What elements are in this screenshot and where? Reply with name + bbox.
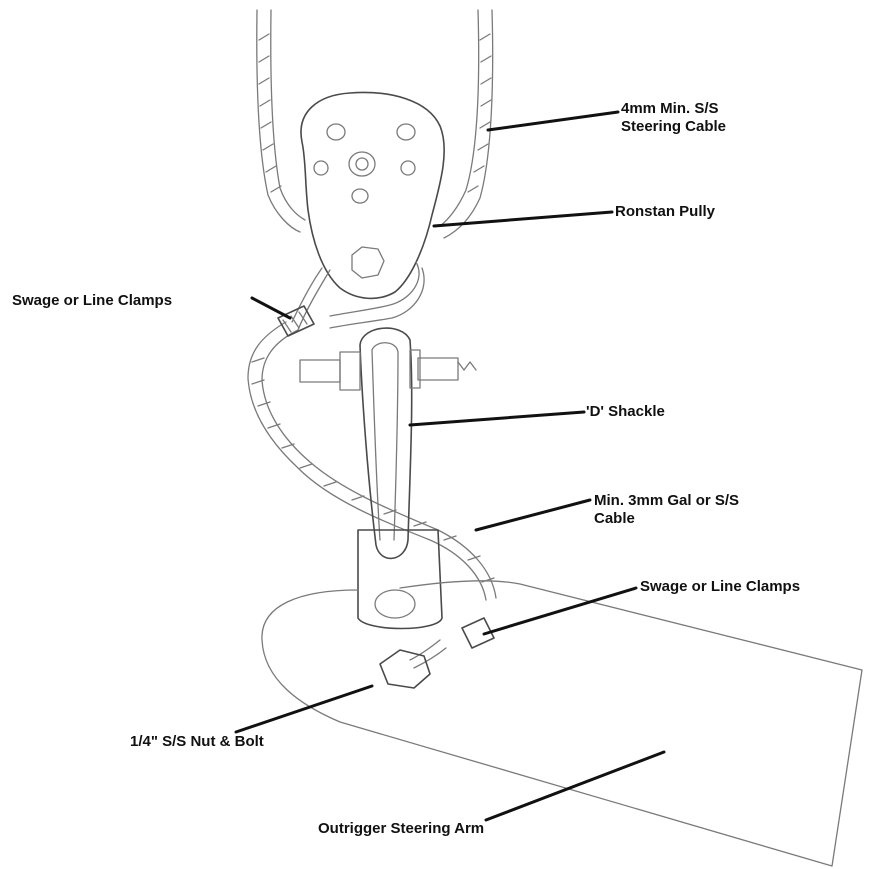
label-steering-cable-line1: 4mm Min. S/S [621,100,726,118]
leader-swage-lower [484,588,636,634]
label-steering-cable-line2: Steering Cable [621,118,726,136]
pulley-wire [248,262,496,600]
upper-swage-clamp [278,306,314,336]
label-shackle: 'D' Shackle [586,403,665,421]
label-gal-cable-line2: Cable [594,510,739,528]
pulley-block [301,92,444,298]
lower-swage-clamp [410,618,494,668]
label-swage-lower: Swage or Line Clamps [640,578,800,596]
label-steering-arm: Outrigger Steering Arm [318,820,484,838]
mounting-tab [358,530,442,629]
label-nut-bolt: 1/4" S/S Nut & Bolt [130,733,264,751]
leader-steering-arm [486,752,664,820]
label-gal-cable: Min. 3mm Gal or S/S Cable [594,492,739,528]
leader-lines [236,112,664,820]
leader-pulley [434,212,612,226]
nut-bolt [380,650,430,688]
label-steering-cable: 4mm Min. S/S Steering Cable [621,100,726,136]
d-shackle [300,328,476,558]
leader-shackle [410,412,584,425]
label-pulley: Ronstan Pully [615,203,715,221]
steering-cable-left [257,10,305,232]
leader-gal-cable [476,500,590,530]
steering-cable-right [440,10,493,238]
label-gal-cable-line1: Min. 3mm Gal or S/S [594,492,739,510]
leader-swage-upper [252,298,290,318]
leader-steering-cable [488,112,618,130]
label-swage-upper: Swage or Line Clamps [12,292,172,310]
